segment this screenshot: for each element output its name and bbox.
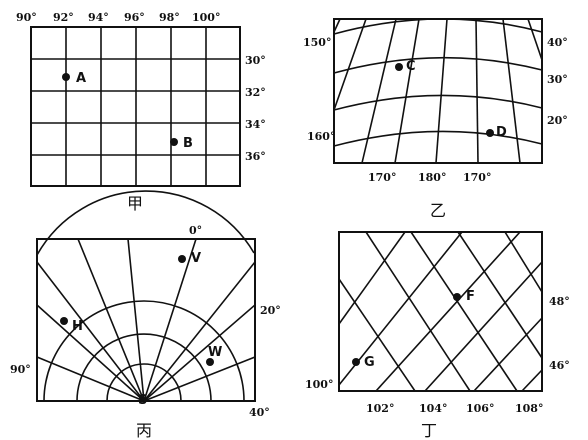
panel-bing-grid bbox=[36, 190, 256, 402]
longitude-label: 108° bbox=[515, 402, 543, 415]
longitude-label: 100° bbox=[192, 11, 220, 24]
latitude-label: 46° bbox=[549, 359, 570, 372]
latitude-label: 30° bbox=[547, 73, 568, 86]
point-d-label: D bbox=[496, 125, 507, 140]
point-h-marker bbox=[60, 317, 68, 325]
panel-yi: 150° 160° 40° 30° 20° 170° 180° 170° C D… bbox=[303, 18, 568, 220]
point-g-label: G bbox=[364, 355, 375, 370]
longitude-label: 170° bbox=[368, 171, 396, 184]
point-h-label: H bbox=[72, 319, 83, 334]
point-a-marker bbox=[62, 73, 70, 81]
panel-ding-grid bbox=[338, 231, 543, 392]
point-v-label: V bbox=[191, 251, 201, 266]
latitude-label: 34° bbox=[245, 118, 266, 131]
point-a-label: A bbox=[76, 71, 86, 86]
south-pole-label: S bbox=[138, 393, 147, 408]
point-c-label: C bbox=[406, 59, 416, 74]
latitude-label: 40° bbox=[547, 36, 568, 49]
longitude-label: 104° bbox=[419, 402, 447, 415]
panel-jia: 90° 92° 94° 96° 98° 100° 30° 32° 34° 36°… bbox=[16, 11, 266, 213]
longitude-label: 170° bbox=[463, 171, 491, 184]
meridian-label: 90° bbox=[10, 363, 31, 376]
point-c-marker bbox=[395, 63, 403, 71]
panel-yi-grid bbox=[333, 18, 543, 164]
panel-ding-caption: 丁 bbox=[421, 421, 437, 440]
panel-bing-caption: 丙 bbox=[136, 421, 152, 440]
point-w-marker bbox=[206, 358, 214, 366]
latitude-label: 36° bbox=[245, 150, 266, 163]
panel-bing: 0° 20° 90° 40° S V H W 丙 bbox=[10, 190, 281, 440]
point-d-marker bbox=[486, 129, 494, 137]
longitude-label: 180° bbox=[418, 171, 446, 184]
panel-jia-caption: 甲 bbox=[127, 194, 143, 213]
longitude-label: 102° bbox=[366, 402, 394, 415]
latitude-label: 32° bbox=[245, 86, 266, 99]
meridian-label: 0° bbox=[189, 224, 202, 237]
longitude-label: 160° bbox=[307, 130, 335, 143]
longitude-label: 98° bbox=[159, 11, 180, 24]
point-w-label: W bbox=[208, 345, 222, 360]
latitude-label: 20° bbox=[547, 114, 568, 127]
point-v-marker bbox=[178, 255, 186, 263]
point-f-label: F bbox=[466, 289, 475, 304]
longitude-label: 106° bbox=[466, 402, 494, 415]
latitude-label: 48° bbox=[549, 295, 570, 308]
panel-yi-caption: 乙 bbox=[430, 201, 446, 220]
latitude-label: 20° bbox=[260, 304, 281, 317]
point-b-marker bbox=[170, 138, 178, 146]
longitude-label: 100° bbox=[305, 378, 333, 391]
panel-ding: 48° 46° 100° 102° 104° 106° 108° F G 丁 bbox=[305, 231, 570, 440]
longitude-label: 90° bbox=[16, 11, 37, 24]
longitude-label: 150° bbox=[303, 36, 331, 49]
longitude-label: 96° bbox=[124, 11, 145, 24]
longitude-label: 94° bbox=[88, 11, 109, 24]
point-g-marker bbox=[352, 358, 360, 366]
point-f-marker bbox=[453, 293, 461, 301]
point-b-label: B bbox=[183, 136, 193, 151]
latitude-label: 40° bbox=[249, 406, 270, 419]
latitude-label: 30° bbox=[245, 54, 266, 67]
longitude-label: 92° bbox=[53, 11, 74, 24]
panel-jia-grid bbox=[30, 26, 241, 187]
